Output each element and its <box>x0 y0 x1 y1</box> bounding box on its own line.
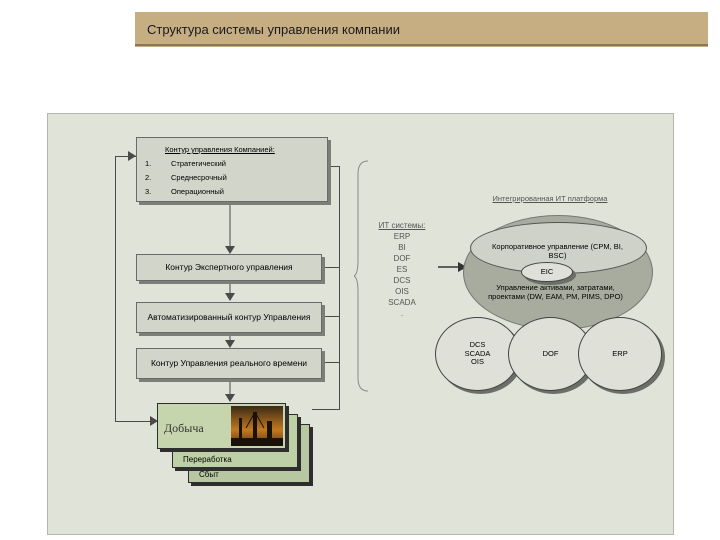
connector-stub-list <box>327 166 340 167</box>
expert-contour-card: Контур Экспертного управления <box>136 254 322 281</box>
it-system-item: BI <box>398 243 406 252</box>
arrow-down-icon <box>225 279 235 301</box>
item-label: Операционный <box>171 187 224 196</box>
automated-contour-card: Автоматизированный контур Управления <box>136 302 322 333</box>
processing-label: Переработка <box>183 455 232 464</box>
feedback-line-bottom <box>115 421 157 422</box>
connector-stub-automated <box>322 316 340 317</box>
feedback-line-top <box>115 156 136 157</box>
it-system-item: DOF <box>393 254 411 263</box>
sales-label: Сбыт <box>199 470 219 479</box>
dcs-label: DCS SCADA OIS <box>464 340 491 367</box>
connector-stub-realtime <box>322 362 340 363</box>
it-system-item: OIS <box>395 287 409 296</box>
automated-contour-label: Автоматизированный контур Управления <box>147 312 311 323</box>
item-number: 3. <box>145 187 152 196</box>
arrow-down-icon <box>225 331 235 348</box>
eic-badge: EIC <box>521 262 573 282</box>
production-card: Добыча <box>157 403 286 449</box>
it-system-item: DCS <box>393 276 411 285</box>
contour-list-item: 3. Операционный <box>145 187 224 196</box>
item-label: Стратегический <box>171 159 226 168</box>
contour-list-item: 1. Стратегический <box>145 159 226 168</box>
connector-stub-expert <box>322 267 340 268</box>
item-number: 2. <box>145 173 152 182</box>
feedback-line-left <box>115 156 116 422</box>
contour-list-card: Контур управления Компанией: 1. Стратегич… <box>136 137 328 202</box>
it-system-item: ES <box>396 265 408 274</box>
erp-circle: ERP <box>578 317 662 391</box>
corporate-ellipse <box>470 222 647 274</box>
expert-contour-label: Контур Экспертного управления <box>165 262 293 273</box>
arrow-right-icon <box>128 151 136 161</box>
it-systems-list: ИТ системы: ERP BI DOF ES DCS OIS SCADA … <box>372 220 432 319</box>
realtime-contour-label: Контур Управления реального времени <box>150 358 308 369</box>
arrow-right-icon <box>150 416 158 426</box>
dcs-circle: DCS SCADA OIS <box>435 317 520 391</box>
arrow-down-icon <box>225 377 235 402</box>
it-systems-heading: ИТ системы: <box>378 221 426 230</box>
connector-stub-production <box>312 409 340 410</box>
it-system-item: . <box>400 309 404 318</box>
platform-title: Интегрированная ИТ платформа <box>492 194 608 203</box>
item-number: 1. <box>145 159 152 168</box>
dof-label: DOF <box>542 348 559 358</box>
contour-list-item: 2. Среднесрочный <box>145 173 227 182</box>
production-label: Добыча <box>164 421 204 435</box>
page-title: Структура системы управления компании <box>147 22 400 37</box>
corporate-label: Корпоративное управление (CPM, BI, BSC) <box>492 242 623 260</box>
title-divider <box>135 44 708 46</box>
it-system-item: SCADA <box>388 298 416 307</box>
eic-label: EIC <box>540 266 554 276</box>
title-bar: Структура системы управления компании <box>135 12 708 47</box>
it-system-item: ERP <box>393 232 411 241</box>
item-label: Среднесрочный <box>171 173 227 182</box>
arrow-down-icon <box>225 200 235 254</box>
contour-list-heading: Контур управления Компанией: <box>165 145 275 154</box>
connector-line-right <box>339 166 340 410</box>
brace-icon <box>354 160 369 392</box>
arrow-right-icon <box>438 262 467 272</box>
realtime-contour-card: Контур Управления реального времени <box>136 348 322 379</box>
assets-label: Управление активами, затратами, проектам… <box>488 283 623 301</box>
oil-refinery-image <box>231 406 283 446</box>
erp-label: ERP <box>612 348 628 358</box>
